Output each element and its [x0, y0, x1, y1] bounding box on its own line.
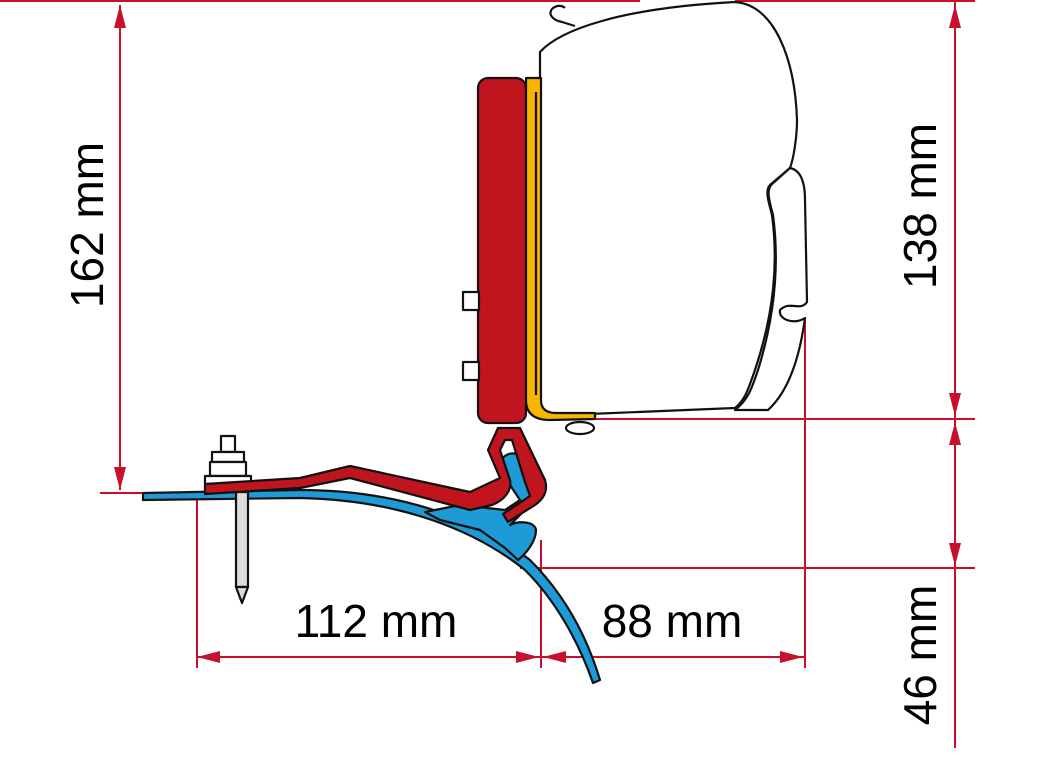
awning-foot [564, 420, 596, 436]
bracket-width-label: 112 mm [295, 595, 458, 647]
awning-depth-label: 88 mm [602, 595, 743, 647]
mounting-plate [476, 76, 528, 425]
bracket-height-label: 46 mm [894, 585, 946, 726]
awning-height-label: 138 mm [894, 123, 946, 289]
awning-hook [549, 4, 576, 28]
mounting-bracket [203, 426, 548, 524]
awning-front-cover [733, 166, 809, 412]
dimension-lines [0, 0, 975, 748]
bolt-icon [203, 434, 253, 605]
total-height-label: 162 mm [61, 142, 113, 308]
adapter-strip [524, 76, 597, 422]
awning-cassette [538, 0, 799, 417]
plate-stud [461, 290, 481, 312]
plate-stud [461, 360, 481, 382]
